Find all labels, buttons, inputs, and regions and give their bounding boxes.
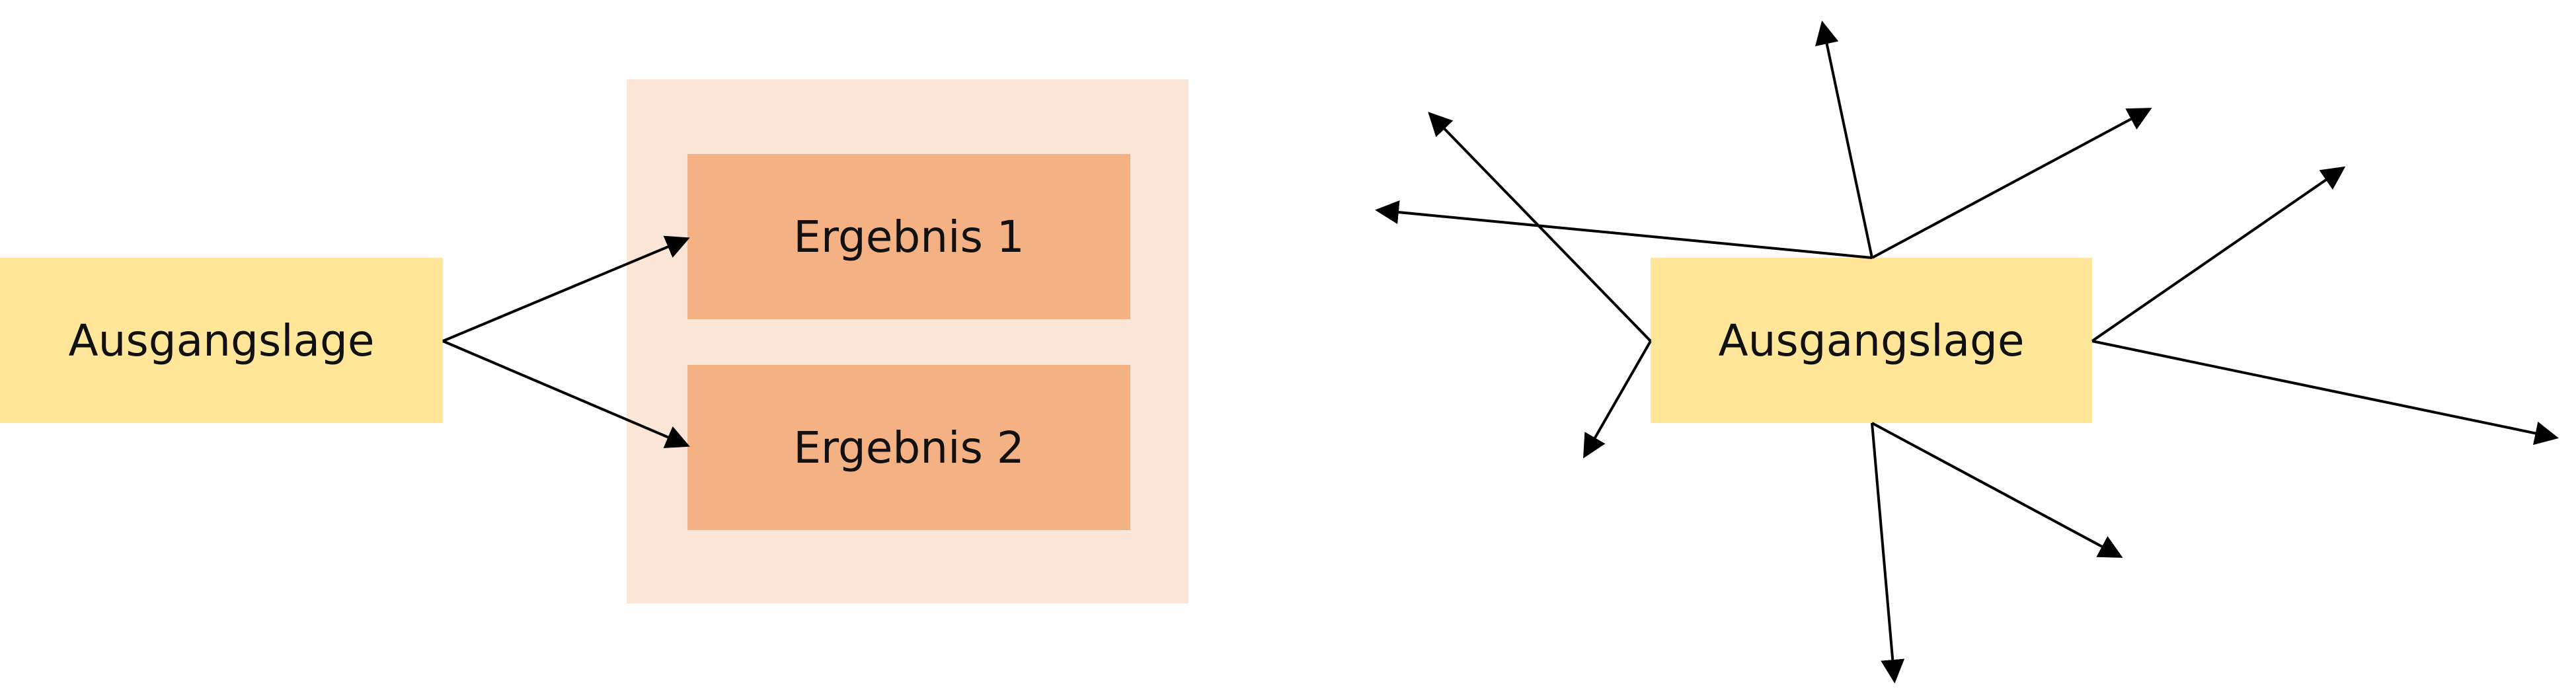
left-start-label: Ausgangslage (68, 315, 375, 366)
arrow-right-up (2091, 166, 2346, 342)
result-1-label: Ergebnis 1 (793, 211, 1025, 262)
arrow-up-right (1871, 108, 2152, 259)
arrow-down-right (1871, 422, 2123, 558)
arrow-up-left (1428, 112, 1652, 342)
right-start-box: Ausgangslage (1651, 258, 2092, 423)
result-2-box: Ergebnis 2 (687, 365, 1130, 530)
right-start-label: Ausgangslage (1718, 315, 2025, 366)
result-2-label: Ergebnis 2 (793, 422, 1025, 473)
arrow-to-result-1 (442, 235, 690, 342)
arrow-up (1815, 20, 1873, 258)
arrow-down-left (1583, 340, 1652, 459)
left-start-box: Ausgangslage (0, 258, 443, 423)
result-1-box: Ergebnis 1 (687, 154, 1130, 319)
arrow-left (1375, 200, 1873, 259)
arrow-right-down (2091, 340, 2559, 446)
arrow-to-result-2 (442, 340, 690, 448)
arrow-down (1871, 422, 1905, 683)
